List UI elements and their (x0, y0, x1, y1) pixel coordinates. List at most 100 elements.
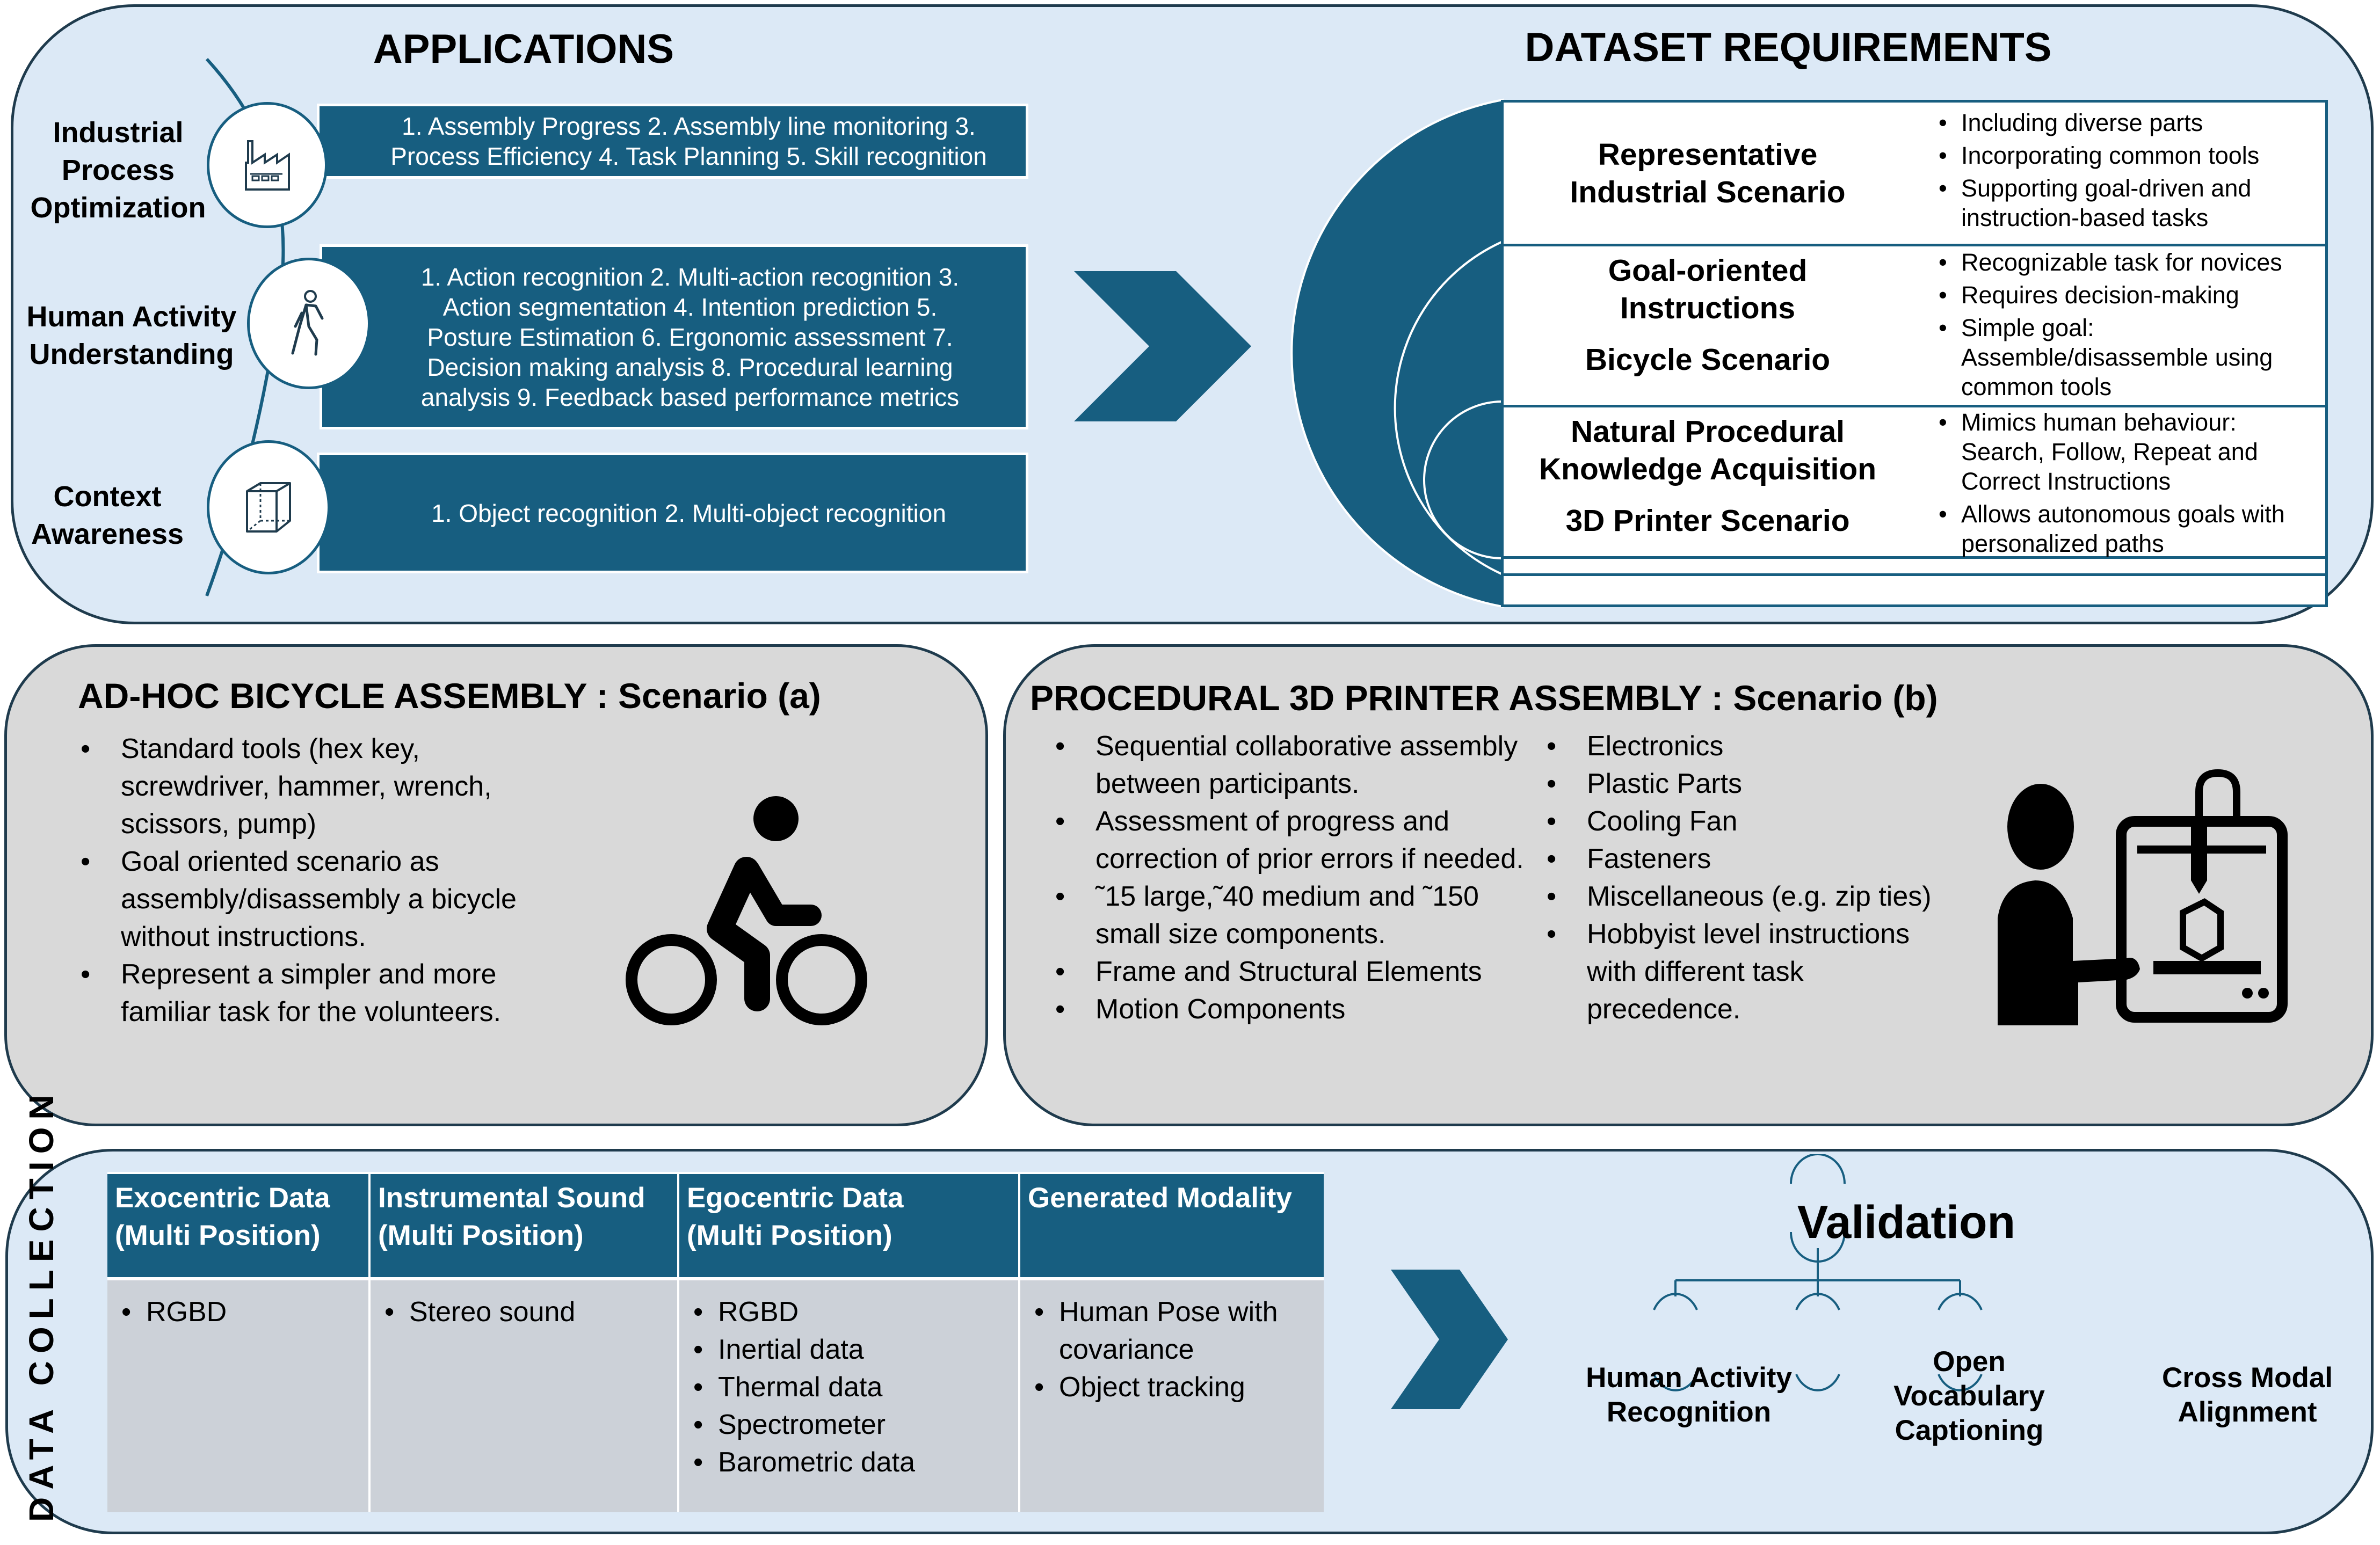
requirement-bullets: Mimics human behaviour: Search, Follow, … (1939, 407, 2325, 562)
app-label-line: Context (53, 480, 162, 513)
data-collection-label: DATA COLLECTION (22, 1087, 61, 1522)
validation-tree-lines (1653, 1154, 1983, 1391)
cell-item: Spectrometer (687, 1406, 1011, 1444)
dataset-requirements-title: DATASET REQUIREMENTS (1525, 25, 2052, 70)
validation-node-line: Vocabulary (1893, 1380, 2045, 1412)
table-header: Egocentric Data (Multi Position) (679, 1174, 1020, 1277)
scenario-a-bullet: Represent a simpler and more familiar ta… (81, 956, 553, 1031)
app-label-industrial: Industrial Process Optimization (11, 114, 226, 227)
validation-node-line: Open (1933, 1346, 2006, 1378)
validation-node-line: Captioning (1895, 1415, 2044, 1446)
cube-icon (246, 482, 291, 533)
scenario-b-bullet: ˜15 large,˜40 medium and ˜150 small size… (1055, 878, 1544, 953)
scenario-a-bullet: Standard tools (hex key, screwdriver, ha… (81, 730, 553, 843)
app-icon-circle-industrial (207, 102, 328, 228)
cell-item: RGBD (687, 1293, 1011, 1331)
requirement-row-goal-oriented: Goal-oriented Instructions Bicycle Scena… (1504, 246, 2325, 407)
app-label-context: Context Awareness (11, 478, 204, 553)
applications-title: APPLICATIONS (373, 26, 674, 72)
app-text-line: 1. Assembly Progress 2. Assembly line mo… (402, 112, 976, 140)
app-text-line: Posture Estimation 6. Ergonomic assessme… (427, 323, 953, 351)
app-label-line: Human Activity (26, 301, 237, 333)
header-line: Exocentric Data (115, 1182, 330, 1214)
cell-item: Thermal data (687, 1368, 1011, 1406)
cell-item: Inertial data (687, 1331, 1011, 1368)
cell-item: Object tracking (1028, 1368, 1316, 1406)
table-cell: RGBD (107, 1277, 371, 1512)
app-label-line: Awareness (31, 518, 184, 550)
validation-node-line: Recognition (1606, 1396, 1772, 1428)
app-text-line: Process Efficiency 4. Task Planning 5. S… (390, 142, 987, 170)
requirement-bullet: Requires decision-making (1939, 280, 2325, 310)
header-line: Egocentric Data (687, 1182, 904, 1214)
app-text-line: analysis 9. Feedback based performance m… (420, 383, 960, 411)
person-3d-printer-icon (1998, 769, 2288, 1025)
requirement-row-industrial: Representative Industrial Scenario Inclu… (1504, 103, 2325, 246)
header-line: (Multi Position) (378, 1220, 584, 1251)
factory-icon (244, 140, 290, 191)
app-text-line: Action segmentation 4. Intention predict… (442, 293, 938, 321)
data-collection-table: Exocentric Data (Multi Position) Instrum… (107, 1172, 1324, 1512)
chevron-arrow-icon (1074, 271, 1251, 421)
scenario-b-bullet: Fasteners (1547, 840, 1955, 878)
cyclist-icon (626, 796, 867, 1025)
app-label-human-activity: Human Activity Understanding (13, 298, 250, 373)
requirement-bullet: Including diverse parts (1939, 108, 2325, 137)
table-header: Exocentric Data (Multi Position) (107, 1174, 371, 1277)
scenario-b-bullet: Electronics (1547, 727, 1955, 765)
app-description-human-activity: 1. Action recognition 2. Multi-action re… (320, 244, 1028, 429)
validation-title: Validation (1797, 1197, 2016, 1248)
requirement-title-line: Goal-oriented (1608, 253, 1808, 288)
requirement-title-line: Knowledge Acquisition (1539, 452, 1877, 486)
scenario-b-bullet: Cooling Fan (1547, 803, 1955, 840)
validation-node-line: Cross Modal (2161, 1362, 2333, 1394)
table-cell: Stereo sound (371, 1277, 679, 1512)
scenario-a-bullets: Standard tools (hex key, screwdriver, ha… (81, 730, 553, 1031)
scenario-b-bullet: Motion Components (1055, 990, 1544, 1028)
scenario-b-bullet: Hobbyist level instructions with differe… (1547, 915, 1955, 1028)
app-label-line: Industrial (53, 116, 184, 149)
requirement-bullets: Recognizable task for novices Requires d… (1939, 247, 2325, 405)
cell-item: Stereo sound (378, 1293, 670, 1331)
requirement-title: Representative Industrial Scenario (1504, 136, 1912, 211)
cell-item: Human Pose with covariance (1028, 1293, 1316, 1368)
table-header: Instrumental Sound (Multi Position) (371, 1174, 679, 1277)
header-line: (Multi Position) (115, 1220, 321, 1251)
table-cell: Human Pose with covariance Object tracki… (1020, 1277, 1324, 1512)
scenario-b-bullet: Frame and Structural Elements (1055, 953, 1544, 990)
requirement-bullet: Incorporating common tools (1939, 141, 2325, 170)
scenario-b-bullet: Assessment of progress and correction of… (1055, 803, 1544, 878)
requirement-row-procedural: Natural Procedural Knowledge Acquisition… (1504, 407, 2325, 559)
requirement-title-line: Instructions (1620, 291, 1796, 325)
scenario-a-bullet: Goal oriented scenario as assembly/disas… (81, 843, 553, 956)
requirement-scenario: Bicycle Scenario (1585, 342, 1831, 377)
validation-node-har: Human Activity Recognition (1581, 1361, 1796, 1430)
requirement-scenario: 3D Printer Scenario (1565, 504, 1850, 538)
cell-item: RGBD (115, 1293, 361, 1331)
validation-node-captioning: Open Vocabulary Captioning (1862, 1345, 2077, 1448)
scenario-b-bullet: Miscellaneous (e.g. zip ties) (1547, 878, 1955, 915)
walking-person-icon (291, 289, 324, 355)
app-icon-circle-human-activity (247, 258, 371, 389)
nested-rings-graphic (1290, 98, 1504, 608)
scenario-b-bullets-right: Electronics Plastic Parts Cooling Fan Fa… (1547, 727, 1955, 1028)
requirement-title: Goal-oriented Instructions Bicycle Scena… (1504, 252, 1912, 378)
app-description-context: 1. Object recognition 2. Multi-object re… (317, 453, 1028, 573)
scenario-b-bullet: Sequential collaborative assembly betwee… (1055, 727, 1544, 803)
requirement-bullet: Simple goal: Assemble/disassemble using … (1939, 313, 2325, 402)
scenario-b-title: PROCEDURAL 3D PRINTER ASSEMBLY : Scenari… (1030, 678, 1938, 718)
requirement-row-spacer (1504, 559, 2325, 576)
app-icon-circle-context (207, 440, 330, 574)
app-description-industrial: 1. Assembly Progress 2. Assembly line mo… (317, 104, 1028, 179)
app-text-line: 1. Action recognition 2. Multi-action re… (420, 263, 960, 291)
table-cell: RGBD Inertial data Thermal data Spectrom… (679, 1277, 1020, 1512)
validation-node-line: Alignment (2178, 1396, 2317, 1428)
requirement-bullet: Supporting goal-driven and instruction-b… (1939, 173, 2325, 232)
requirement-bullets: Including diverse parts Incorporating co… (1939, 108, 2325, 236)
requirement-title-line: Natural Procedural (1571, 414, 1845, 449)
scenario-b-bullet: Plastic Parts (1547, 765, 1955, 803)
requirement-bullet: Mimics human behaviour: Search, Follow, … (1939, 407, 2325, 496)
requirement-title: Natural Procedural Knowledge Acquisition… (1504, 413, 1912, 540)
requirements-table: Representative Industrial Scenario Inclu… (1501, 100, 2328, 607)
requirement-title-line: Representative (1598, 137, 1818, 172)
